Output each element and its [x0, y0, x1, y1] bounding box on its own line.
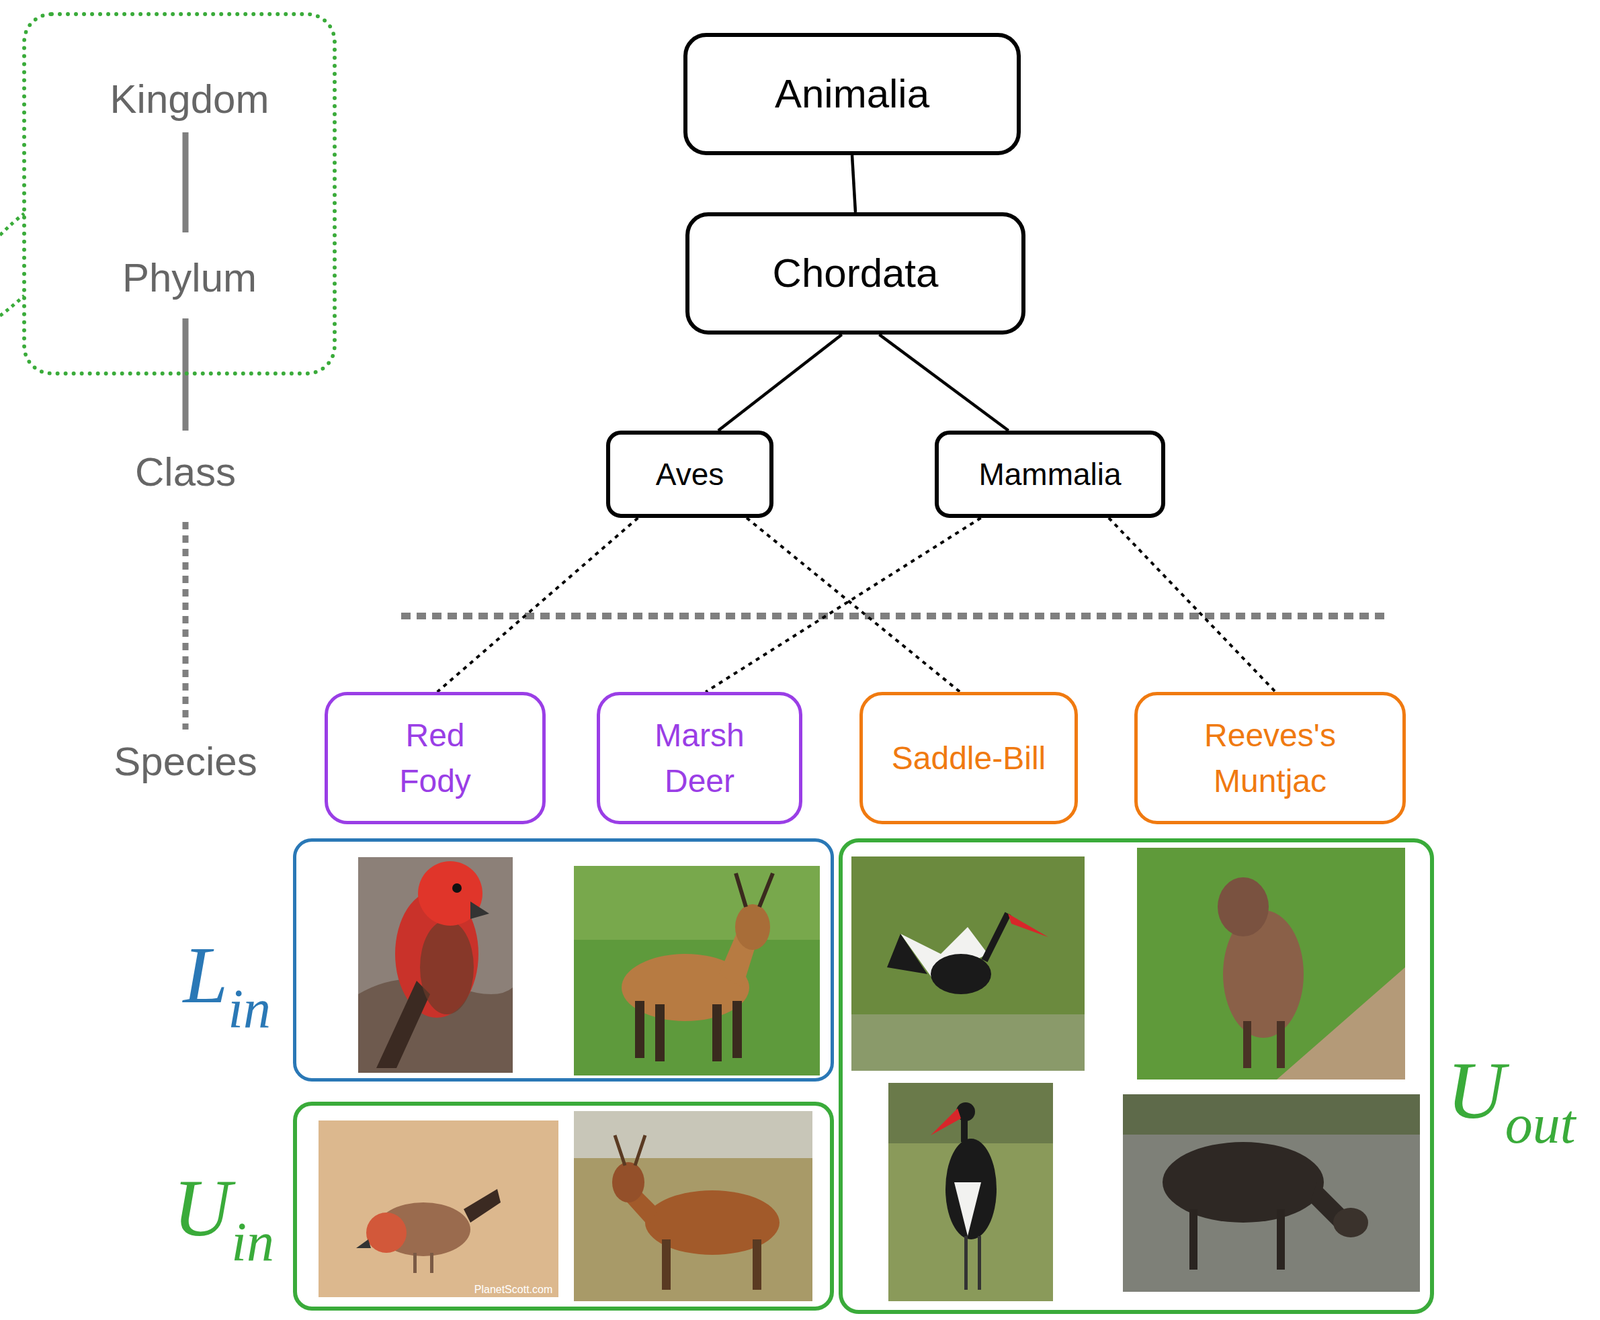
set-symbol: L: [182, 930, 228, 1021]
connector: [878, 334, 1008, 431]
species-box: Red Fody: [324, 692, 546, 825]
unlabeled-in-set: Uin: [292, 1102, 834, 1312]
rank-label: Phylum: [122, 254, 257, 302]
separator-line: [401, 612, 1388, 620]
set-symbol: U: [1446, 1046, 1506, 1136]
species-name: Red Fody: [381, 712, 490, 804]
species-box: Reeves's Muntjac: [1134, 692, 1406, 825]
taxon-name: Animalia: [774, 65, 930, 123]
set-subscript: in: [231, 1211, 275, 1273]
taxon-box: Mammalia: [934, 430, 1166, 519]
species-name: Reeves's Muntjac: [1182, 712, 1358, 804]
taxon-name: Aves: [655, 452, 724, 496]
red-fody-photo: [358, 857, 513, 1074]
dotted-connector: [746, 518, 960, 693]
dotted-connector: [1108, 518, 1276, 693]
set-subscript: out: [1505, 1093, 1576, 1156]
taxon-name: Mammalia: [978, 452, 1121, 496]
marsh-deer-photo: [573, 1111, 813, 1302]
dotted-connector: [705, 518, 981, 693]
muntjac-photo: [1137, 848, 1406, 1080]
rank-line-dotted: [182, 522, 189, 730]
leader-line: [0, 295, 25, 316]
set-label: Uout: [1446, 1044, 1576, 1157]
dotted-connector: [437, 518, 639, 693]
red-fody-photo: [318, 1120, 559, 1298]
saddle-bill-photo: [851, 856, 1085, 1072]
species-box: Marsh Deer: [596, 692, 803, 825]
set-label: Lin: [182, 929, 271, 1041]
labeled-set: Lin: [292, 838, 834, 1082]
taxon-box: Animalia: [683, 32, 1021, 156]
marsh-deer-photo: [573, 866, 820, 1076]
rank-label: Kingdom: [110, 75, 270, 123]
rank-group: KingdomPhylum: [22, 12, 337, 376]
rank-label: Class: [135, 448, 236, 496]
rank-line: [182, 132, 189, 233]
taxon-box: Chordata: [685, 212, 1026, 335]
muntjac-photo: [1122, 1094, 1420, 1293]
set-label: Uin: [173, 1162, 275, 1275]
taxon-box: Aves: [606, 430, 774, 519]
set-symbol: U: [173, 1163, 232, 1254]
rank-label: Species: [113, 738, 257, 785]
species-name: Saddle-Bill: [891, 735, 1046, 781]
taxon-name: Chordata: [772, 245, 939, 302]
unlabeled-out-set: Uout: [838, 838, 1435, 1315]
species-box: Saddle-Bill: [859, 692, 1078, 825]
leader-line: [0, 213, 25, 236]
saddle-bill-photo: [888, 1083, 1054, 1302]
watermark: PlanetScott.com: [474, 1284, 554, 1297]
connector: [718, 334, 842, 431]
species-name: Marsh Deer: [642, 712, 757, 804]
set-subscript: in: [227, 978, 271, 1040]
connector: [852, 155, 856, 213]
